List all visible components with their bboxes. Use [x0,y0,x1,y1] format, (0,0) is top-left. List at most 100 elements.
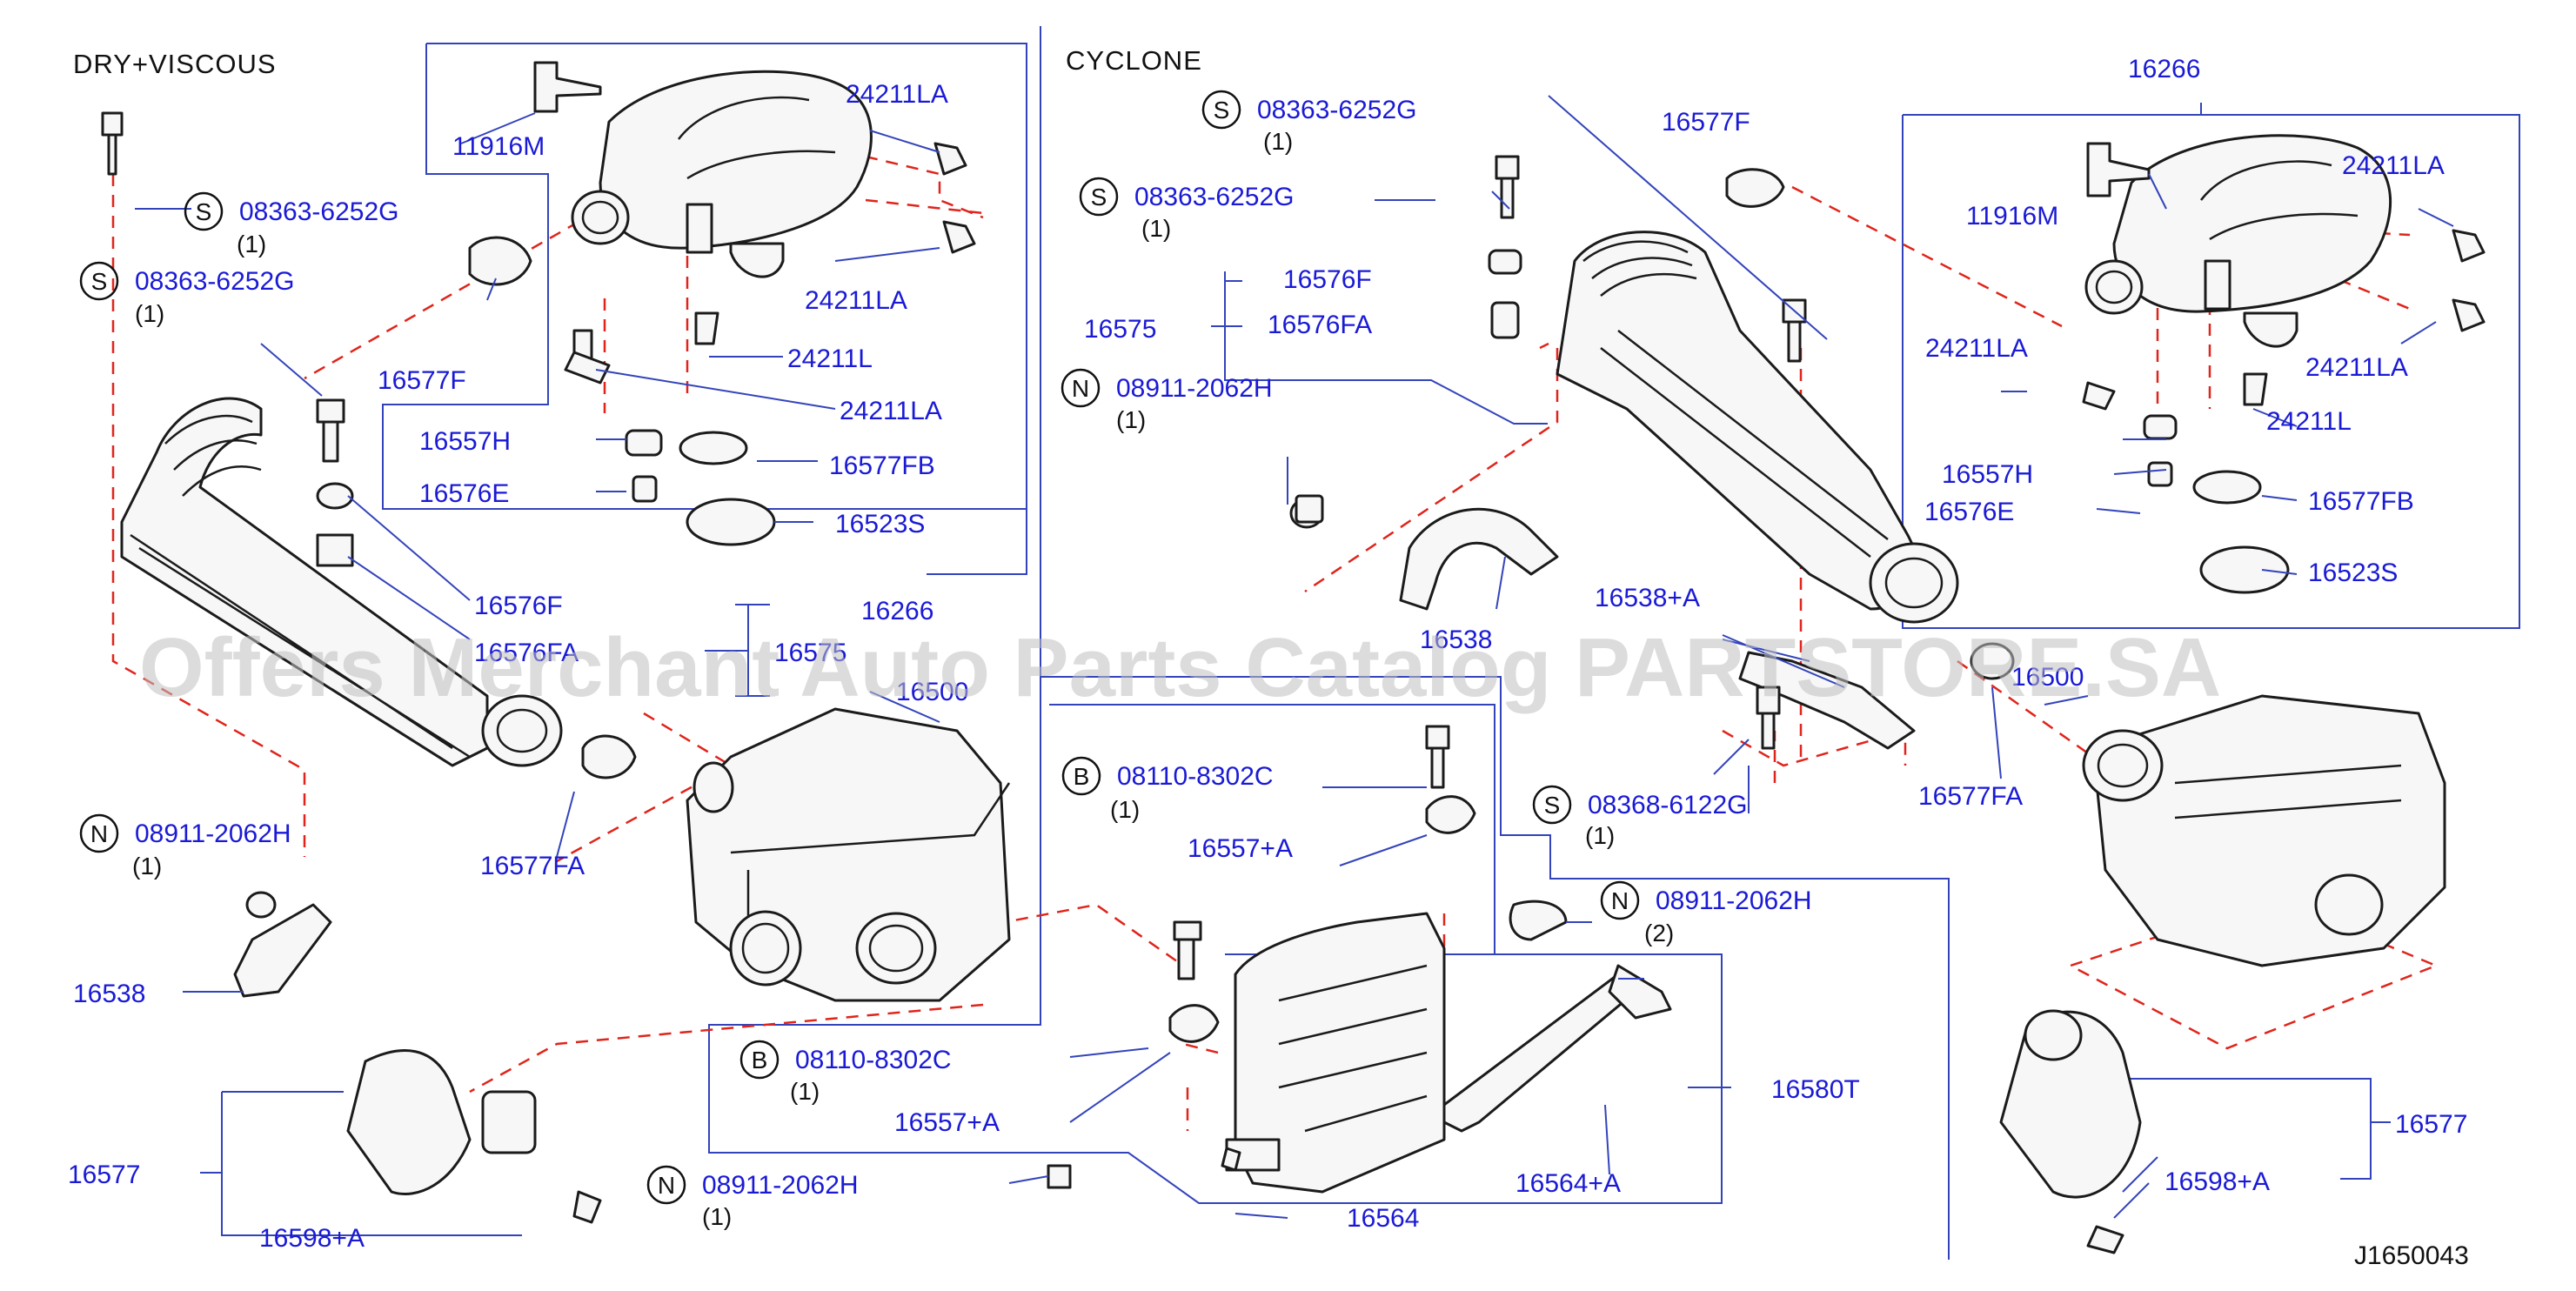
label-16575-center: 16575 [1084,315,1156,344]
label-16598A-right: 16598+A [2165,1167,2270,1196]
resonator-drawing [1047,725,1672,1194]
badge-circle-icon [79,813,119,853]
ref-center-6: N 08911-2062H (2) [1600,880,1812,947]
badge-circle-icon [1061,756,1101,796]
ref-badge: N [658,1172,675,1199]
ref-code: 08363-6252G [1257,96,1417,124]
label-24211LA-right-2: 24211LA [1925,334,2028,363]
ref-center-1: S 08363-6252G (1) [1201,90,1417,155]
ref-center-7: N 08911-2062H (1) [646,1165,859,1230]
ref-badge: S [196,198,212,225]
ref-code: 08363-6252G [239,197,399,226]
ref-right-1: S 08368-6122G (1) [1532,785,1748,849]
watermark: Offers Merchant Auto Parts Catalog PARTS… [139,621,2221,714]
ref-qty: (1) [1263,128,1293,155]
label-16538-center: 16538 [1420,625,1492,654]
ref-code: 08110-8302C [1117,762,1274,791]
label-16576F-center: 16576F [1283,265,1372,294]
badge-circle-icon [1600,880,1640,920]
small-parts-right-drawing [1295,142,2486,750]
ref-code: 08911-2062H [1116,374,1273,403]
label-24211LA-left-3: 24211LA [840,397,942,425]
label-16576FA-left: 16576FA [474,639,579,667]
label-16575-left: 16575 [774,639,846,667]
label-16500-left: 16500 [896,678,968,706]
label-16577F-center: 16577F [1662,108,1750,137]
ref-code: 08363-6252G [135,267,295,296]
intake-duct-left-drawing [120,397,563,767]
label-11916M-left: 11916M [452,132,545,161]
label-16580T: 16580T [1771,1075,1860,1104]
air-cleaner-upper-right-drawing [2084,134,2392,348]
label-16576E-right: 16576E [1924,498,2014,526]
label-16576FA-center: 16576FA [1268,311,1372,339]
small-parts-left-drawing [101,61,976,1224]
label-16523S-right: 16523S [2308,559,2398,587]
ref-badge: N [1072,375,1089,402]
label-24211L-right: 24211L [2266,407,2352,436]
label-16577FB-left: 16577FB [829,452,935,480]
ref-left-1: S 08363-6252G (1) [184,191,399,258]
label-16577-left: 16577 [68,1161,140,1189]
ref-code: 08911-2062H [1656,886,1812,915]
ref-badge: S [1544,792,1561,819]
ref-qty: (1) [1141,215,1171,242]
label-16523S-left: 16523S [835,510,925,538]
ref-code: 08368-6122G [1588,791,1748,819]
label-16564A: 16564+A [1515,1169,1621,1198]
label-16577FA-left: 16577FA [480,852,585,880]
label-16577F-left: 16577F [378,366,466,395]
leader-lines [135,95,2454,1219]
ref-qty: (2) [1644,920,1674,947]
badge-circle-icon [739,1040,779,1080]
badge-circle-icon [184,191,224,231]
label-16598A-left: 16598+A [259,1224,365,1253]
label-24211L-left: 24211L [787,344,873,373]
intake-elbow-right-drawing [1999,1009,2142,1254]
air-cleaner-body-left-drawing [686,707,1011,1002]
label-16576E-left: 16576E [419,479,509,508]
ref-code: 08363-6252G [1134,183,1295,211]
ref-badge: B [752,1047,768,1074]
label-16557H-right: 16557H [1942,460,2033,489]
label-16500-right: 16500 [2011,663,2084,692]
label-16577FA-right: 16577FA [1918,782,2023,811]
ref-badge: S [1091,184,1107,211]
badge-circle-icon [1079,177,1119,217]
label-16576F-left: 16576F [474,592,563,620]
ref-qty: (1) [132,853,162,880]
diagram-code: J1650043 [2354,1241,2469,1270]
label-16538-left: 16538 [73,980,145,1008]
badge-circle-icon [1201,90,1241,130]
ref-badge: N [90,820,108,847]
label-16557H-left: 16557H [419,427,511,456]
air-cleaner-upper-left-drawing [571,70,873,278]
ref-center-2: S 08363-6252G (1) [1079,177,1295,242]
label-16564: 16564 [1347,1204,1419,1233]
cyclone-duct-drawing [1556,231,1959,624]
part-labels: 11916M 24211LA 24211LA 24211L 24211LA 16… [68,55,2467,1253]
ref-code: 08911-2062H [702,1171,859,1200]
ref-left-2: S 08363-6252G (1) [79,261,295,327]
label-11916M-right: 11916M [1966,202,2058,231]
label-24211LA-left-1: 24211LA [846,80,948,109]
section-title-right: CYCLONE [1066,45,1202,76]
ref-badge: N [1611,887,1629,914]
label-16577FB-right: 16577FB [2308,487,2414,516]
label-16577-right: 16577 [2395,1110,2467,1139]
badge-circle-icon [1061,368,1101,408]
label-16557A-upper: 16557+A [1188,834,1293,863]
label-16266-right: 16266 [2128,55,2200,84]
section-title-left: DRY+VISCOUS [73,49,277,79]
ref-qty: (1) [790,1078,820,1105]
ref-code: 08110-8302C [795,1046,952,1074]
ref-code: 08911-2062H [135,819,291,848]
ref-qty: (1) [702,1203,732,1230]
badge-circle-icon [79,261,119,301]
label-24211LA-right-1: 24211LA [2342,151,2445,180]
ref-left-3: N 08911-2062H (1) [79,813,291,880]
label-16557A-lower: 16557+A [894,1108,1000,1137]
ref-badge: S [91,268,108,295]
badge-circle-icon [646,1165,686,1205]
